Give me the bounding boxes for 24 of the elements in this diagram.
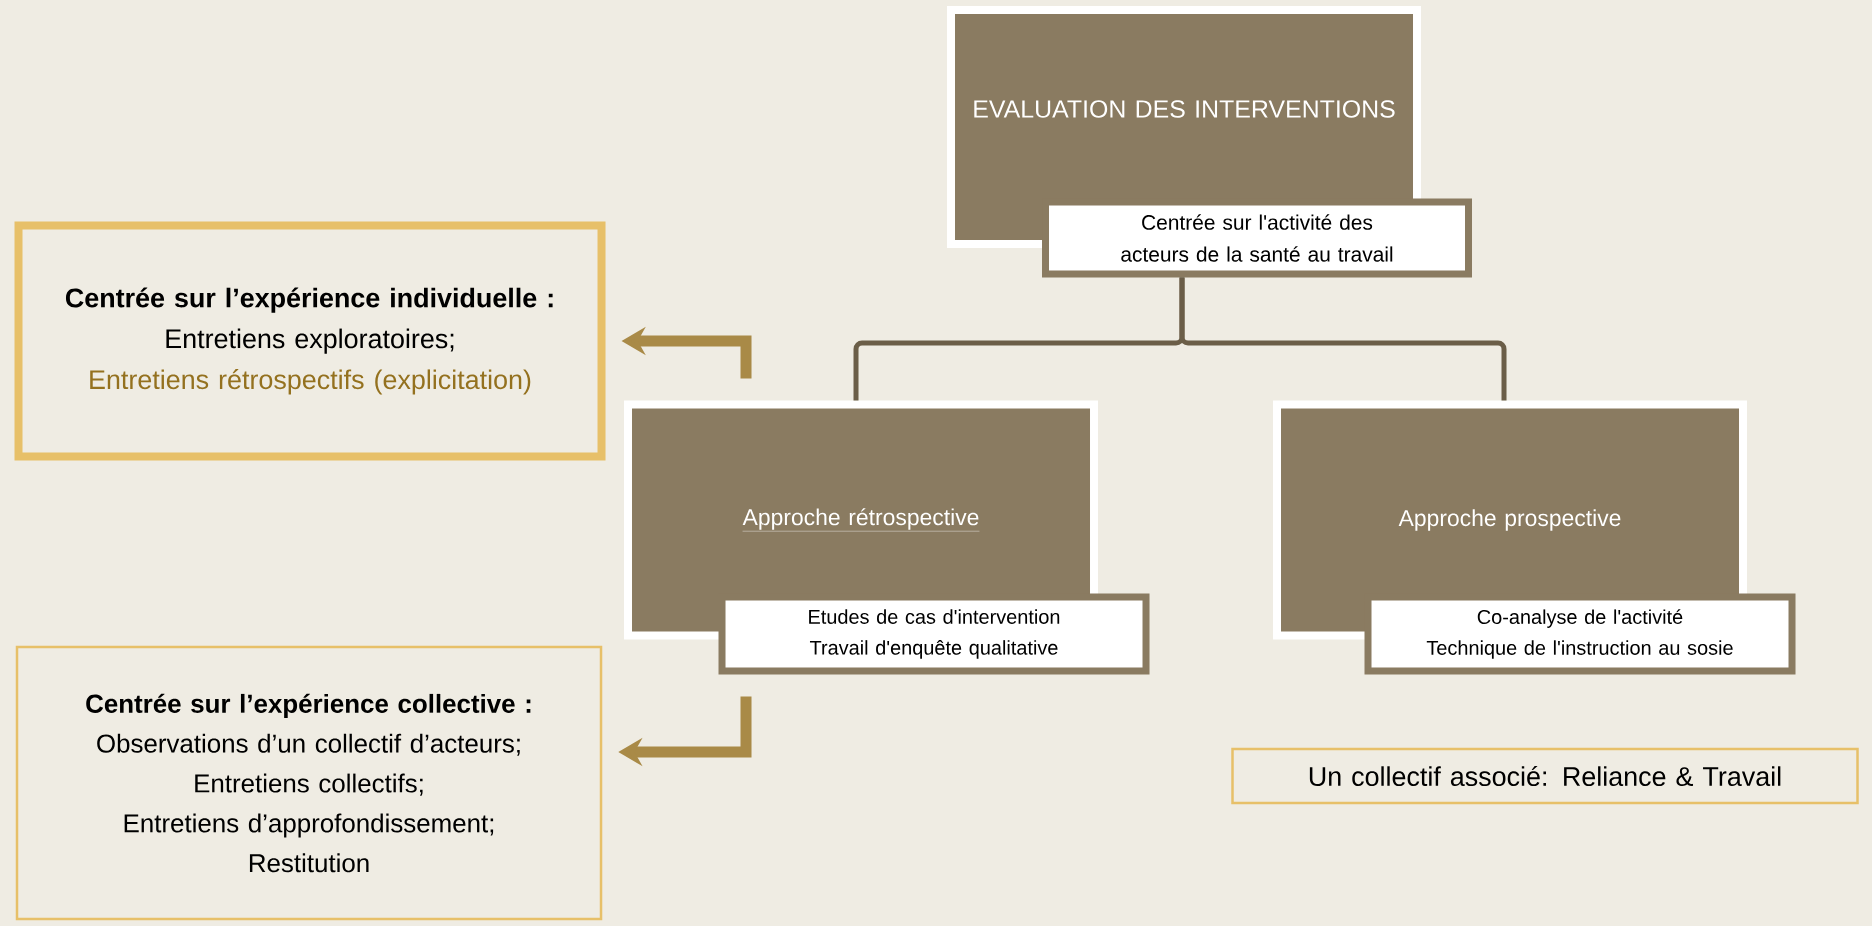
node-label: Entretiens collectifs; xyxy=(195,773,423,796)
method-box xyxy=(1364,593,1796,675)
experience-box xyxy=(15,645,603,921)
node-label: Etudes de cas d'intervention xyxy=(809,609,1060,624)
node-label: Entretiens exploratoires; xyxy=(166,328,454,354)
node-label: Observations d’un collectif d’acteurs; xyxy=(97,733,520,756)
node-label: Centrée sur l'activité des acteurs de la santé au travail xyxy=(1121,214,1393,262)
node-label: Un collectif associé: Reliance & Travail xyxy=(1309,765,1781,787)
node-label: Technique de l'instruction au sosie xyxy=(1426,640,1733,659)
node-label: Co-analyse de l'activité xyxy=(1477,609,1683,628)
node-label: Restitution xyxy=(249,853,369,873)
node-label: Approche rétrospective xyxy=(742,508,979,530)
node-label: Centrée sur l’expérience individuelle : xyxy=(65,287,553,313)
node-label: Entretiens rétrospectifs (explicitation) xyxy=(90,369,531,395)
node-label: Approche prospective xyxy=(1398,509,1621,531)
experience-box xyxy=(14,221,606,461)
method-box xyxy=(718,593,1150,675)
note-box xyxy=(1231,747,1859,805)
node-label: EVALUATION DES INTERVENTIONS xyxy=(974,100,1395,118)
node-label: Entretiens d’approfondissement; xyxy=(124,813,494,838)
node-label: Travail d'enquête qualitative xyxy=(809,640,1058,659)
connector-line xyxy=(1179,277,1507,401)
node-label: Centrée sur l’expérience collective : xyxy=(86,693,531,719)
subtitle-box xyxy=(1042,198,1472,278)
